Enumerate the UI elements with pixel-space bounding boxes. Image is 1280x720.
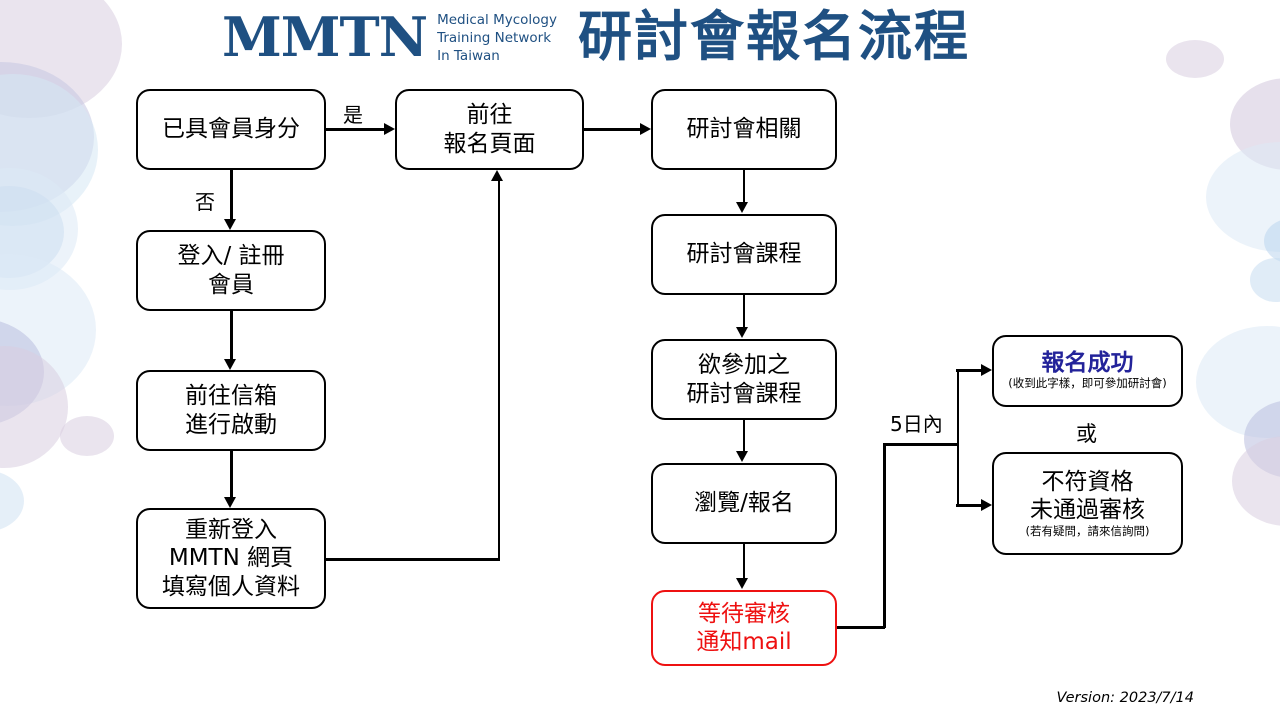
edge-label-within-5-days: 5日內: [890, 412, 943, 436]
or-label: 或: [1076, 422, 1097, 446]
failure-line2: 未通過審核: [1030, 497, 1145, 524]
failure-line1: 不符資格: [1041, 469, 1134, 496]
success-note: (收到此字樣，即可參加研討會): [1008, 376, 1167, 391]
arrowhead-to-mailbox-activate: [224, 359, 236, 370]
arrowhead-to-relogin-profile: [224, 497, 236, 508]
node-text-line3: 填寫個人資料: [162, 573, 300, 600]
connector-branch-to-failure: [956, 504, 982, 507]
node-text-line1: 重新登入: [185, 517, 277, 544]
node-text-line1: 欲參加之: [698, 352, 790, 379]
edge-label-no: 否: [195, 190, 215, 214]
flow-node-mailbox-activate[interactable]: 前往信箱 進行啟動: [136, 370, 326, 451]
arrowhead-to-seminar-info: [640, 123, 651, 135]
bubble-decoration: [1232, 436, 1280, 526]
flow-node-member-check[interactable]: 已具會員身分: [136, 89, 326, 170]
logo-wordmark: MMTN: [222, 4, 428, 69]
flow-node-browse-signup[interactable]: 瀏覽/報名: [651, 463, 837, 544]
arrowhead-to-seminar-course: [736, 202, 748, 213]
node-text-line2: 進行啟動: [185, 411, 277, 438]
page-title: 研討會報名流程: [578, 5, 970, 68]
connector-desired-to-browse: [742, 420, 745, 451]
connector-relogin-loop-vertical: [497, 181, 500, 560]
connector-relogin-loop-horizontal: [326, 558, 500, 561]
flow-node-desired-course[interactable]: 欲參加之 研討會課程: [651, 339, 837, 420]
flow-node-seminar-course[interactable]: 研討會課程: [651, 214, 837, 295]
logo-tagline-line3: In Taiwan: [437, 47, 500, 64]
connector-seminarinfo-to-course: [742, 170, 745, 202]
node-text-line1: 前往: [466, 102, 513, 129]
flow-node-failure[interactable]: 不符資格 未通過審核 (若有疑問，請來信詢問): [992, 452, 1183, 555]
flow-node-await-review[interactable]: 等待審核 通知mail: [651, 590, 837, 666]
node-text-line1: 前往信箱: [185, 383, 277, 410]
node-text-line1: 研討會課程: [686, 241, 802, 268]
bubble-decoration: [0, 74, 98, 226]
node-text-line2: 報名頁面: [443, 130, 536, 157]
edge-label-yes: 是: [343, 103, 363, 127]
connector-course-to-desired: [742, 295, 745, 327]
arrowhead-to-login-register: [224, 219, 236, 230]
connector-branch-top-horizontal: [883, 443, 959, 446]
flow-node-success[interactable]: 報名成功 (收到此字樣，即可參加研討會): [992, 335, 1183, 407]
node-text-line2: 通知mail: [696, 629, 792, 655]
bubble-decoration: [1166, 40, 1224, 78]
arrowhead-to-success: [981, 364, 992, 376]
connector-mailbox-to-relogin: [230, 451, 233, 497]
node-text-line2: 會員: [208, 271, 254, 298]
node-text-line2: MMTN 網頁: [168, 545, 294, 572]
node-text-line1: 已具會員身分: [162, 116, 300, 143]
arrowhead-to-desired-course: [736, 327, 748, 338]
flow-node-seminar-info[interactable]: 研討會相關: [651, 89, 837, 170]
connector-branch-split-vertical: [956, 370, 959, 506]
bubble-decoration: [1206, 142, 1280, 252]
connector-branch-to-success: [956, 369, 982, 372]
version-label: Version: 2023/7/14: [1056, 690, 1194, 706]
arrowhead-to-failure: [981, 499, 992, 511]
bubble-decoration: [0, 346, 68, 468]
arrowhead-to-signup-page: [384, 123, 395, 135]
flow-node-go-signup-page[interactable]: 前往 報名頁面: [395, 89, 584, 170]
arrowhead-to-browse-signup: [736, 451, 748, 462]
bubble-decoration: [0, 62, 94, 212]
arrowhead-to-await-review: [736, 578, 748, 589]
bubble-decoration: [60, 416, 114, 456]
connector-login-to-mailbox: [230, 311, 233, 359]
bubble-decoration: [0, 0, 122, 118]
bubble-decoration: [1250, 258, 1280, 302]
node-text-line1: 等待審核: [698, 600, 790, 627]
bubble-decoration: [1230, 78, 1280, 170]
logo-tagline: Medical Mycology Training Network In Tai…: [437, 12, 557, 65]
node-text-line1: 研討會相關: [686, 116, 802, 143]
bubble-decoration: [0, 470, 24, 532]
bubble-decoration: [0, 186, 64, 278]
mmtn-logo: MMTN Medical Mycology Training Network I…: [222, 8, 557, 65]
flow-node-relogin-profile[interactable]: 重新登入 MMTN 網頁 填寫個人資料: [136, 508, 326, 609]
flow-node-login-register[interactable]: 登入/ 註冊 會員: [136, 230, 326, 311]
connector-browse-to-await: [742, 544, 745, 578]
connector-branch-riser: [883, 443, 886, 628]
arrowhead-to-signup-page-loop: [491, 170, 503, 181]
success-headline: 報名成功: [1041, 349, 1134, 376]
connector-membercheck-to-signup: [326, 128, 384, 131]
bubble-decoration: [0, 168, 78, 290]
logo-tagline-line1: Medical Mycology: [437, 12, 557, 28]
node-text-line1: 瀏覽/報名: [694, 490, 794, 517]
connector-await-to-branch-horizontal: [837, 626, 885, 629]
node-text-line1: 登入/ 註冊: [177, 243, 285, 270]
connector-membercheck-to-login: [230, 170, 233, 219]
bubble-decoration: [0, 254, 96, 406]
connector-signup-to-seminarinfo: [584, 128, 640, 131]
node-text-line2: 研討會課程: [686, 380, 802, 407]
bubble-decoration: [1264, 218, 1280, 264]
bubble-decoration: [1196, 326, 1280, 438]
logo-tagline-line2: Training Network: [437, 29, 552, 46]
bubble-decoration: [0, 318, 44, 426]
failure-note: (若有疑問，請來信詢問): [1025, 524, 1150, 539]
bubble-decoration: [1244, 400, 1280, 478]
